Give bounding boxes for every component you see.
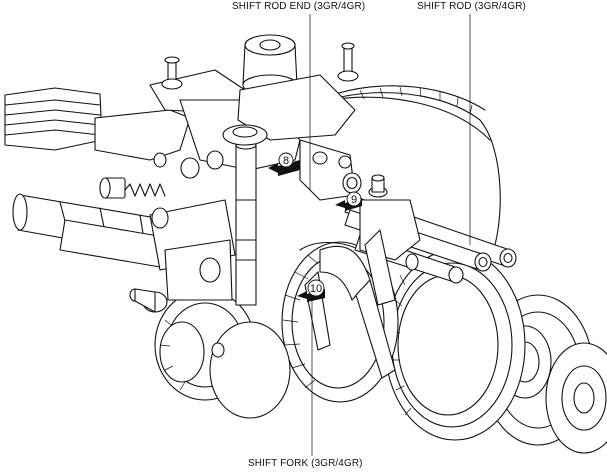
step-arrow-10: 10 [297,279,325,302]
step-arrow-9: 9 [335,191,362,211]
step-number-10: 10 [310,283,322,295]
mounting-bolt-left [129,288,168,313]
step-arrow-8: 8 [268,152,300,176]
detent-spring [99,177,166,199]
interlock-pin-housing [149,199,236,301]
shift-rod-end [299,139,362,201]
shift-fork-bracket [359,174,421,306]
step-number-9: 9 [351,194,357,206]
label-shift-rod-end: SHIFT ROD END (3GR/4GR) [232,1,366,12]
vertical-shift-shaft [222,124,268,306]
leader-lines [309,14,471,456]
bolt-heads [153,150,419,358]
label-shift-fork: SHIFT FORK (3GR/4GR) [248,458,363,469]
input-gear-left [154,289,291,419]
stud-bolt-left [161,56,183,90]
step-number-8: 8 [283,155,289,167]
control-shaft-bushing [237,34,356,141]
label-shift-rod: SHIFT ROD (3GR/4GR) [417,1,526,12]
stud-bolt-right [337,42,359,82]
